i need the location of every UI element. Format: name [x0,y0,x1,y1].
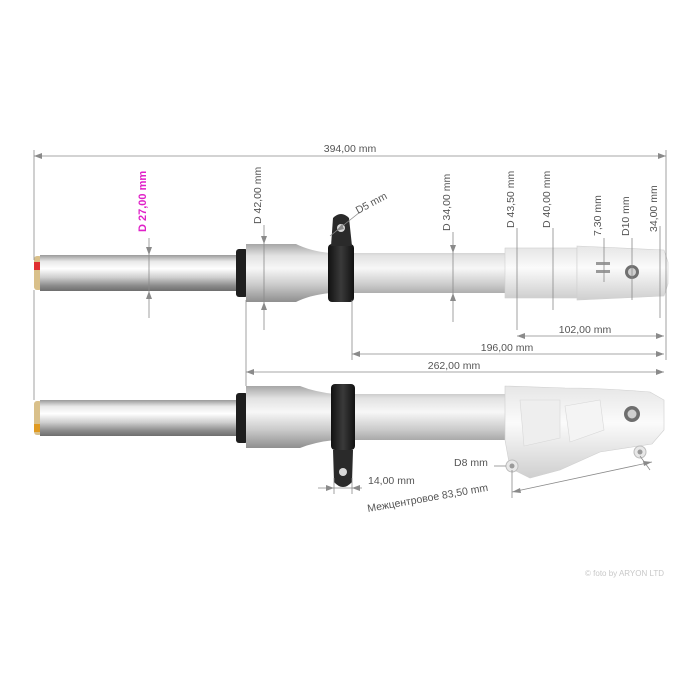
top-clamp-band [328,244,354,302]
dim-196: 196,00 mm [481,342,534,354]
top-dust-seal [236,249,248,297]
dim-7-30: 7,30 mm [592,195,604,236]
dimension-labels: 394,00 mm D 27,00 mm D 42,00 mm D5 mm D … [137,143,664,578]
bottom-dust-seal [236,393,248,443]
fork-top-view [34,214,669,302]
top-outer-tube [246,244,505,302]
dim-d43-5: D 43,50 mm [505,171,517,228]
dim-34-00: 34,00 mm [648,185,660,232]
dim-d8: D8 mm [454,457,488,469]
top-inner-tube [40,255,240,291]
photo-credit: © foto by ARYON LTD [585,569,664,578]
top-lower-body [504,247,578,299]
fork-side-view [34,384,665,487]
bottom-outer-tube [246,386,505,448]
dim-d5: D5 mm [354,190,390,217]
dim-total-length: 394,00 mm [324,143,377,155]
dim-d27: D 27,00 mm [137,171,149,232]
dim-262: 262,00 mm [428,360,481,372]
dim-d42: D 42,00 mm [252,167,264,224]
dimension-lines [33,150,667,498]
dim-d10: D10 mm [620,196,632,236]
dim-102: 102,00 mm [559,324,612,336]
top-axle-end [576,245,669,301]
dim-d40: D 40,00 mm [541,171,553,228]
dim-d34: D 34,00 mm [441,174,453,231]
dim-14: 14,00 mm [368,475,415,487]
bottom-inner-tube [40,400,240,436]
bottom-clamp-band [331,384,355,450]
